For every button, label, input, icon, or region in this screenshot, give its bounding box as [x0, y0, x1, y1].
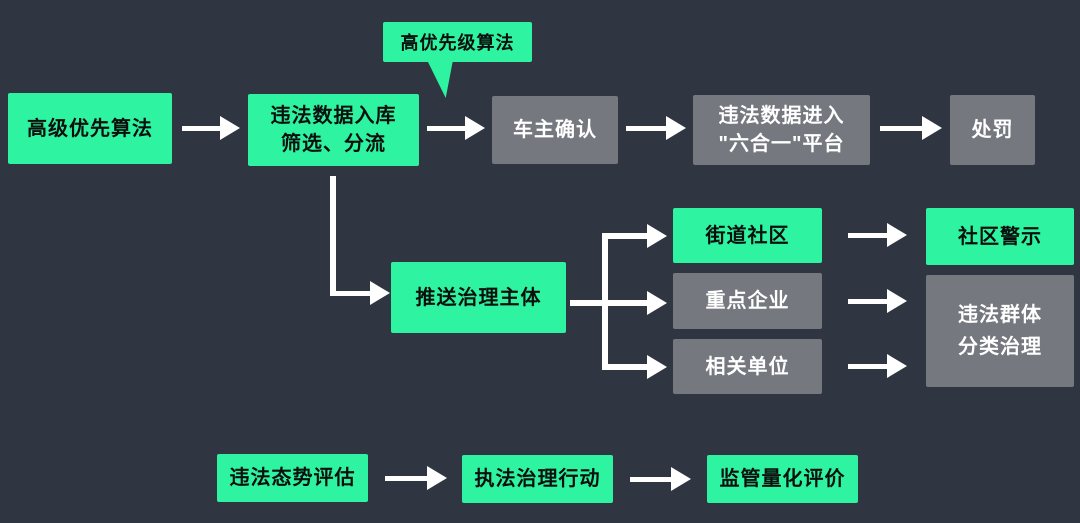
node-community-warning: 社区警示 [926, 208, 1074, 265]
callout-high-priority-algorithm: 高优先级算法 [383, 22, 532, 62]
node-data-intake: 违法数据入库 筛选、分流 [248, 94, 419, 166]
node-situation-assessment: 违法态势评估 [217, 454, 368, 502]
arrow-branch-to-related-unit [602, 355, 667, 379]
arrow-unit-to-governance [848, 354, 907, 378]
node-related-unit: 相关单位 [673, 339, 822, 394]
node-key-enterprise: 重点企业 [673, 273, 822, 329]
node-enforcement-action: 执法治理行动 [462, 455, 613, 503]
arrow-action-to-evaluation [630, 467, 691, 491]
arrow-algorithm-to-intake [182, 116, 240, 140]
node-push-governance-subject: 推送治理主体 [391, 262, 566, 333]
node-six-in-one-platform: 违法数据进入 "六合一"平台 [693, 95, 870, 165]
arrow-branch-to-street-community [602, 224, 667, 248]
node-owner-confirm: 车主确认 [492, 96, 618, 164]
arrow-intake-to-push-subject [330, 281, 390, 305]
arrow-platform-to-punishment [880, 116, 942, 140]
arrow-confirm-to-platform [626, 116, 686, 140]
arrow-branch-to-key-enterprise [570, 291, 667, 315]
node-group-classified-governance: 违法群体 分类治理 [926, 275, 1074, 387]
node-advanced-algorithm: 高级优先算法 [8, 93, 172, 164]
callout-tail [427, 60, 453, 98]
arrow-assessment-to-action [385, 466, 447, 490]
node-street-community: 街道社区 [673, 208, 822, 263]
connector-intake-down-line [330, 176, 336, 296]
arrow-enterprise-to-governance [848, 289, 907, 313]
node-punishment: 处罚 [950, 95, 1035, 165]
arrow-community-to-warning [848, 223, 907, 247]
node-quantitative-evaluation: 监管量化评价 [707, 455, 858, 503]
arrow-intake-to-confirm [427, 116, 485, 140]
